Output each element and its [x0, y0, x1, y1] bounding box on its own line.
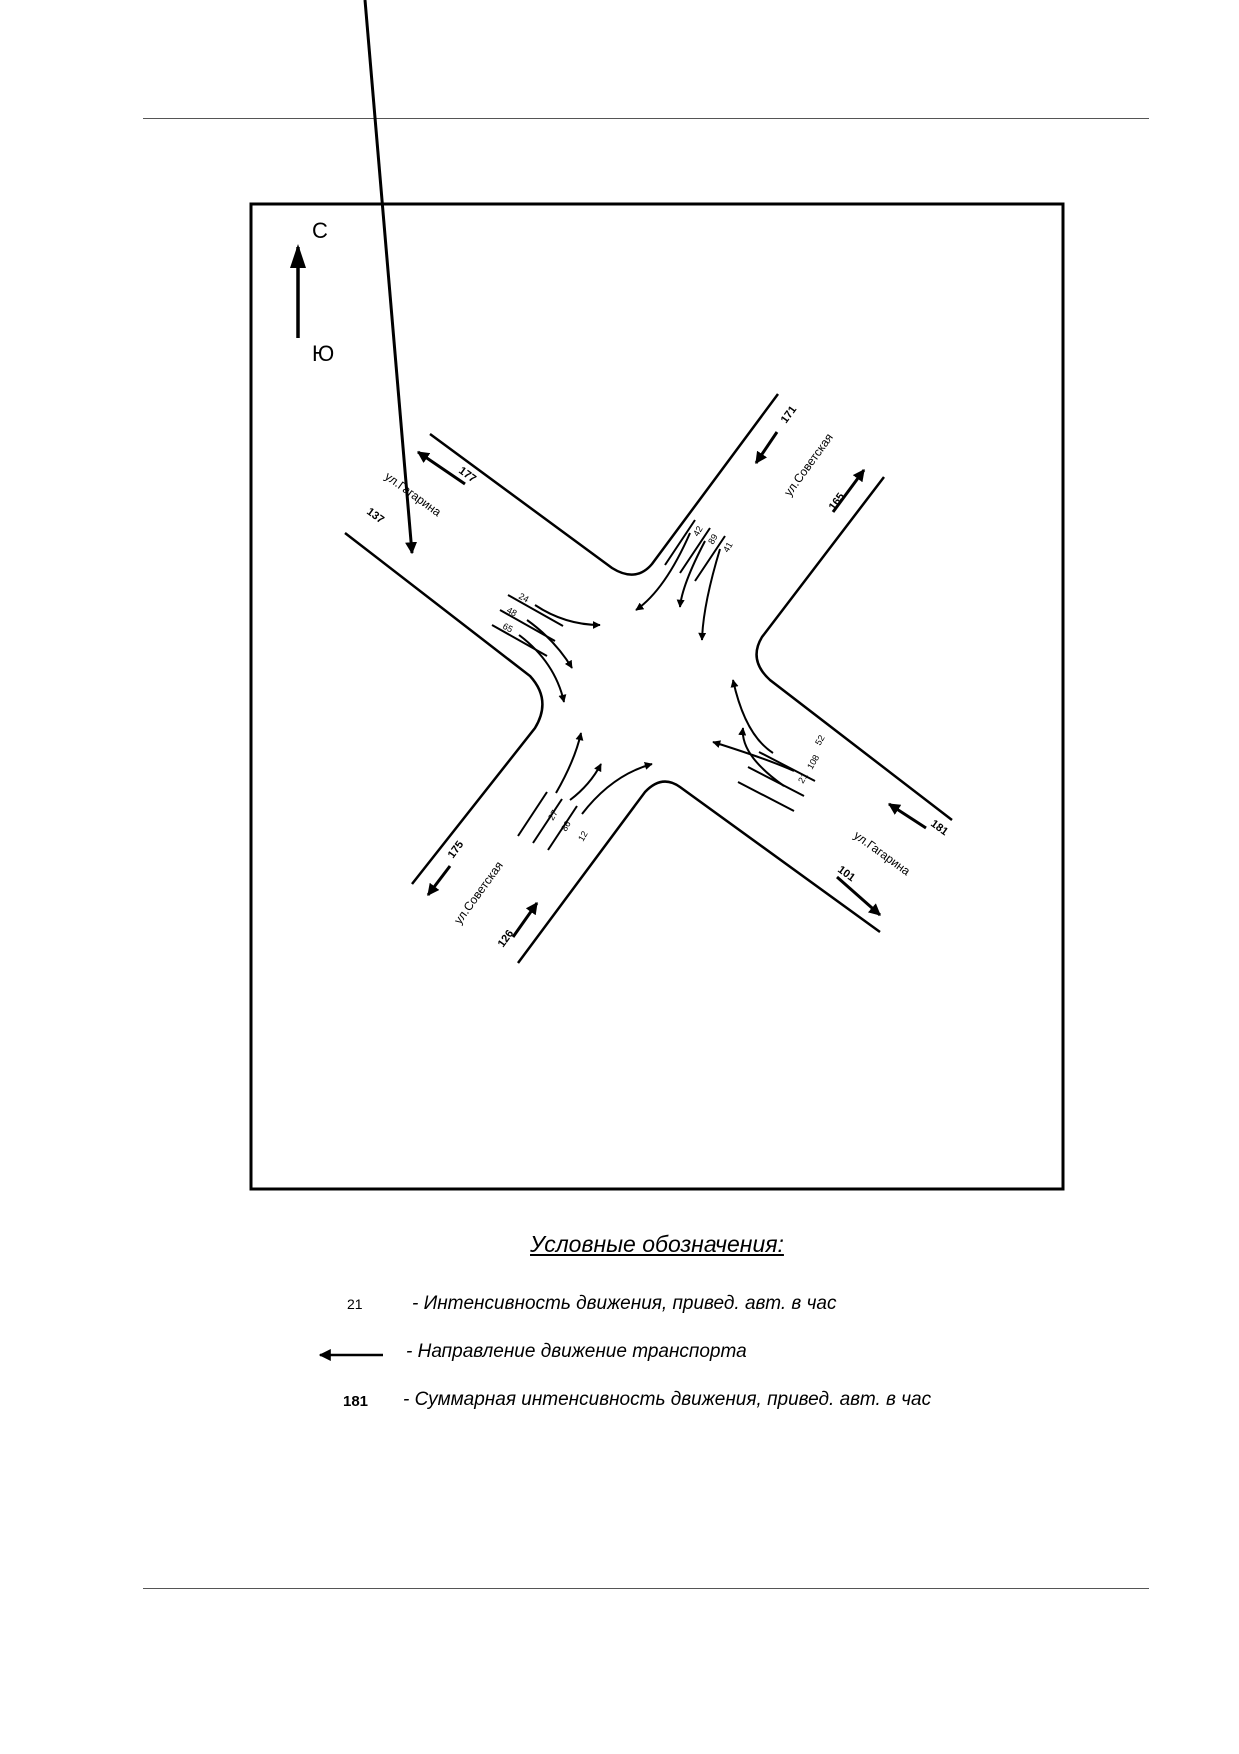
movement-east-straight-icon — [738, 727, 785, 787]
total-nw-in: 137 — [364, 506, 386, 526]
movement-west-1: 24 — [517, 591, 531, 605]
total-sw-out: 175 — [446, 839, 466, 861]
compass-north-label: С — [312, 218, 328, 243]
movement-east-right-icon — [712, 740, 795, 772]
road-edge-north-east — [755, 476, 953, 821]
movement-south-left-icon — [555, 732, 584, 794]
movement-north-right-icon — [635, 532, 691, 611]
movement-south-3: 12 — [576, 829, 590, 843]
movement-north-1: 42 — [691, 524, 705, 538]
movement-west-left-icon — [518, 634, 567, 703]
diagram-frame — [249, 202, 1065, 1191]
movement-west-straight-icon — [526, 619, 573, 669]
movement-east-2: 108 — [805, 753, 821, 771]
top-rule — [143, 118, 1149, 119]
road-edge-north-west — [429, 393, 780, 576]
flow-arrow-sw-out-icon — [426, 865, 452, 896]
total-se-in: 181 — [928, 818, 950, 838]
movement-north-left-icon — [698, 548, 721, 641]
legend-item-total: - Суммарная интенсивность движения, прив… — [403, 1389, 932, 1410]
legend-item-direction: - Направление движение транспорта — [406, 1341, 747, 1362]
movement-west-2: 48 — [505, 605, 519, 619]
flow-arrow-ne-in-icon — [754, 431, 779, 464]
total-se-out: 101 — [835, 864, 857, 884]
road-edges — [344, 393, 953, 964]
movement-arrows — [518, 532, 795, 815]
flow-arrow-nw-in-icon — [363, 0, 418, 555]
street-name-gagarina-nw: ул.Гагарина — [382, 469, 444, 519]
total-flow-arrows — [363, 0, 927, 938]
movement-east-1: 52 — [813, 733, 827, 747]
bottom-rule — [143, 1588, 1149, 1589]
road-edge-south-west — [344, 532, 544, 885]
movement-east-left-icon — [730, 679, 774, 754]
total-sw-in: 126 — [496, 928, 516, 950]
movement-south-right-icon — [581, 762, 653, 815]
road-edge-south-east — [516, 780, 881, 964]
flow-arrow-se-out-icon — [836, 875, 881, 917]
flow-arrow-sw-in-icon — [511, 902, 539, 938]
compass-south-label: Ю — [312, 341, 334, 366]
compass: С Ю — [290, 218, 334, 366]
movement-west-right-icon — [534, 604, 601, 629]
street-name-gagarina-se: ул.Гагарина — [851, 828, 913, 878]
movement-south-straight-icon — [569, 763, 602, 801]
legend-sample-total: 181 — [343, 1393, 369, 1410]
flow-arrow-ne-out-icon — [831, 469, 866, 513]
lane-ticks — [491, 519, 816, 851]
movement-north-straight-icon — [676, 540, 706, 608]
flow-arrow-nw-out-icon — [417, 450, 466, 486]
movement-north-2: 89 — [706, 532, 720, 546]
movement-west-3: 65 — [501, 621, 515, 635]
movement-south-2: 86 — [559, 819, 573, 833]
movement-south-1: 27 — [546, 808, 560, 822]
legend-sample-flow: 21 — [347, 1296, 363, 1312]
total-ne-out: 165 — [827, 491, 847, 513]
street-name-sovetskaya-sw: ул.Советская — [451, 859, 506, 927]
legend-item-flow: - Интенсивность движения, привед. авт. в… — [412, 1293, 837, 1314]
total-ne-in: 171 — [779, 404, 799, 426]
movement-east-3: 21 — [796, 771, 810, 785]
flow-arrow-se-in-icon — [887, 802, 927, 830]
legend-title: Условные обозначения: — [530, 1231, 784, 1257]
street-name-sovetskaya-ne: ул.Советская — [781, 431, 836, 499]
movement-north-3: 41 — [721, 540, 735, 554]
